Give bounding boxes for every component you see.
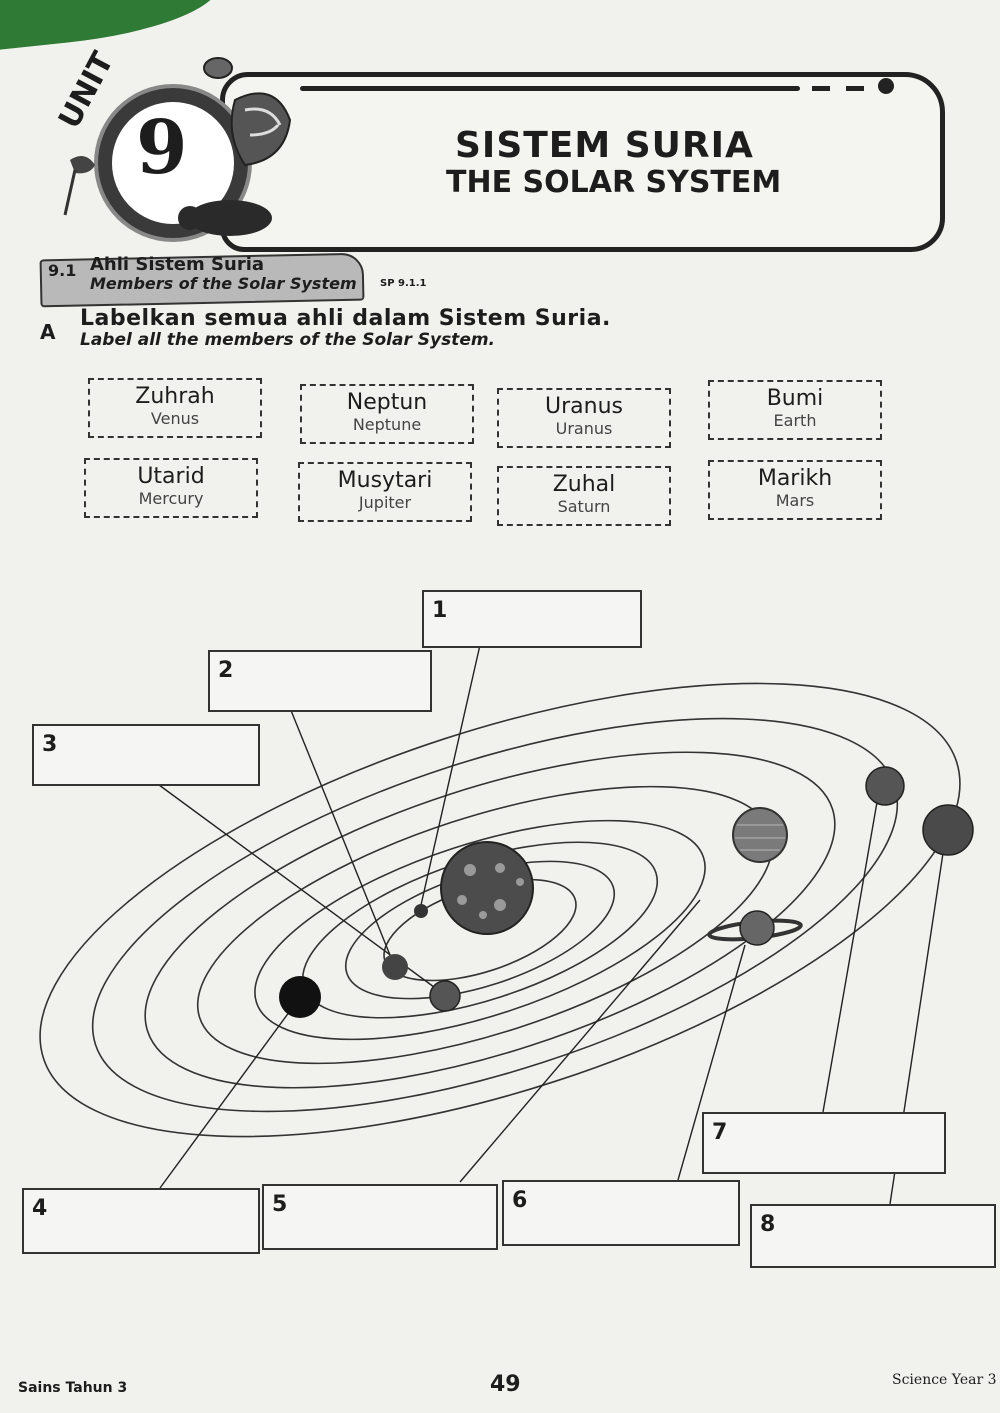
answer-box-7[interactable]: 7 <box>702 1112 946 1174</box>
sun-spots <box>457 863 524 919</box>
word-english: Jupiter <box>358 493 412 512</box>
unit-number: 9 <box>136 105 188 191</box>
word-malay: Zuhal <box>552 472 616 497</box>
planet-uranus-icon <box>865 766 905 806</box>
planet-mars-icon <box>279 976 321 1018</box>
word-malay: Marikh <box>757 466 833 491</box>
section-title-english: Members of the Solar System <box>90 274 357 293</box>
answer-box-3[interactable]: 3 <box>32 724 260 786</box>
word-bank-item: Neptun Neptune <box>300 384 474 444</box>
footer-subject: Science Year 3 <box>892 1372 997 1388</box>
planet-venus-icon <box>382 954 408 980</box>
answer-box-number: 8 <box>760 1212 776 1237</box>
planet-jupiter-icon <box>732 807 788 863</box>
word-bank-item: Musytari Jupiter <box>298 462 472 522</box>
banner-dash <box>846 86 864 91</box>
insect-illustration <box>63 57 292 236</box>
answer-box-number: 6 <box>512 1188 528 1213</box>
instruction-letter: A <box>40 320 56 344</box>
answer-box-number: 3 <box>42 732 58 757</box>
answer-box-8[interactable]: 8 <box>750 1204 996 1268</box>
answer-box-4[interactable]: 4 <box>22 1188 260 1254</box>
word-english: Mercury <box>138 489 204 508</box>
planet-earth-icon <box>429 980 461 1012</box>
word-malay: Musytari <box>337 468 433 493</box>
banner-dot <box>878 78 894 94</box>
planet-mercury-icon <box>414 904 428 918</box>
word-bank-item: Zuhal Saturn <box>497 466 671 526</box>
answer-box-number: 2 <box>218 658 234 683</box>
word-english: Venus <box>150 409 200 428</box>
footer-book-title: Sains Tahun 3 <box>18 1380 128 1396</box>
title-banner <box>220 72 945 252</box>
answer-box-6[interactable]: 6 <box>502 1180 740 1246</box>
sun-icon <box>440 841 534 935</box>
planet-neptune-icon <box>922 804 974 856</box>
answer-box-number: 7 <box>712 1120 728 1145</box>
planet-saturn-icon <box>739 910 775 946</box>
jupiter-bands <box>735 824 785 851</box>
instruction-english: Label all the members of the Solar Syste… <box>80 330 496 350</box>
word-bank-item: Bumi Earth <box>708 380 882 440</box>
page-title-malay: SISTEM SURIA <box>455 125 754 166</box>
banner-line <box>300 86 800 91</box>
banner-dash <box>812 86 830 91</box>
section-title-malay: Ahli Sistem Suria <box>90 254 265 275</box>
word-english: Neptune <box>352 415 422 434</box>
orbits <box>39 682 961 1138</box>
word-english: Mars <box>775 491 815 510</box>
word-english: Earth <box>773 411 817 430</box>
word-malay: Bumi <box>766 386 824 411</box>
answer-box-number: 4 <box>32 1196 48 1221</box>
word-malay: Uranus <box>545 394 623 419</box>
word-malay: Utarid <box>137 464 205 489</box>
word-bank-item: Uranus Uranus <box>497 388 671 448</box>
word-english: Uranus <box>555 419 613 438</box>
page-number: 49 <box>490 1372 521 1397</box>
word-malay: Neptun <box>346 390 428 415</box>
word-english: Saturn <box>557 497 611 516</box>
answer-box-number: 1 <box>432 598 448 623</box>
standard-code: SP 9.1.1 <box>380 278 427 289</box>
word-bank-item: Zuhrah Venus <box>88 378 262 438</box>
answer-box-5[interactable]: 5 <box>262 1184 498 1250</box>
instruction-malay: Labelkan semua ahli dalam Sistem Suria. <box>80 306 611 331</box>
word-malay: Zuhrah <box>135 384 215 409</box>
answer-box-1[interactable]: 1 <box>422 590 642 648</box>
word-bank-item: Marikh Mars <box>708 460 882 520</box>
word-bank-item: Utarid Mercury <box>84 458 258 518</box>
answer-box-number: 5 <box>272 1192 288 1217</box>
answer-box-2[interactable]: 2 <box>208 650 432 712</box>
section-number: 9.1 <box>48 261 77 280</box>
page-title-english: THE SOLAR SYSTEM <box>446 165 782 200</box>
